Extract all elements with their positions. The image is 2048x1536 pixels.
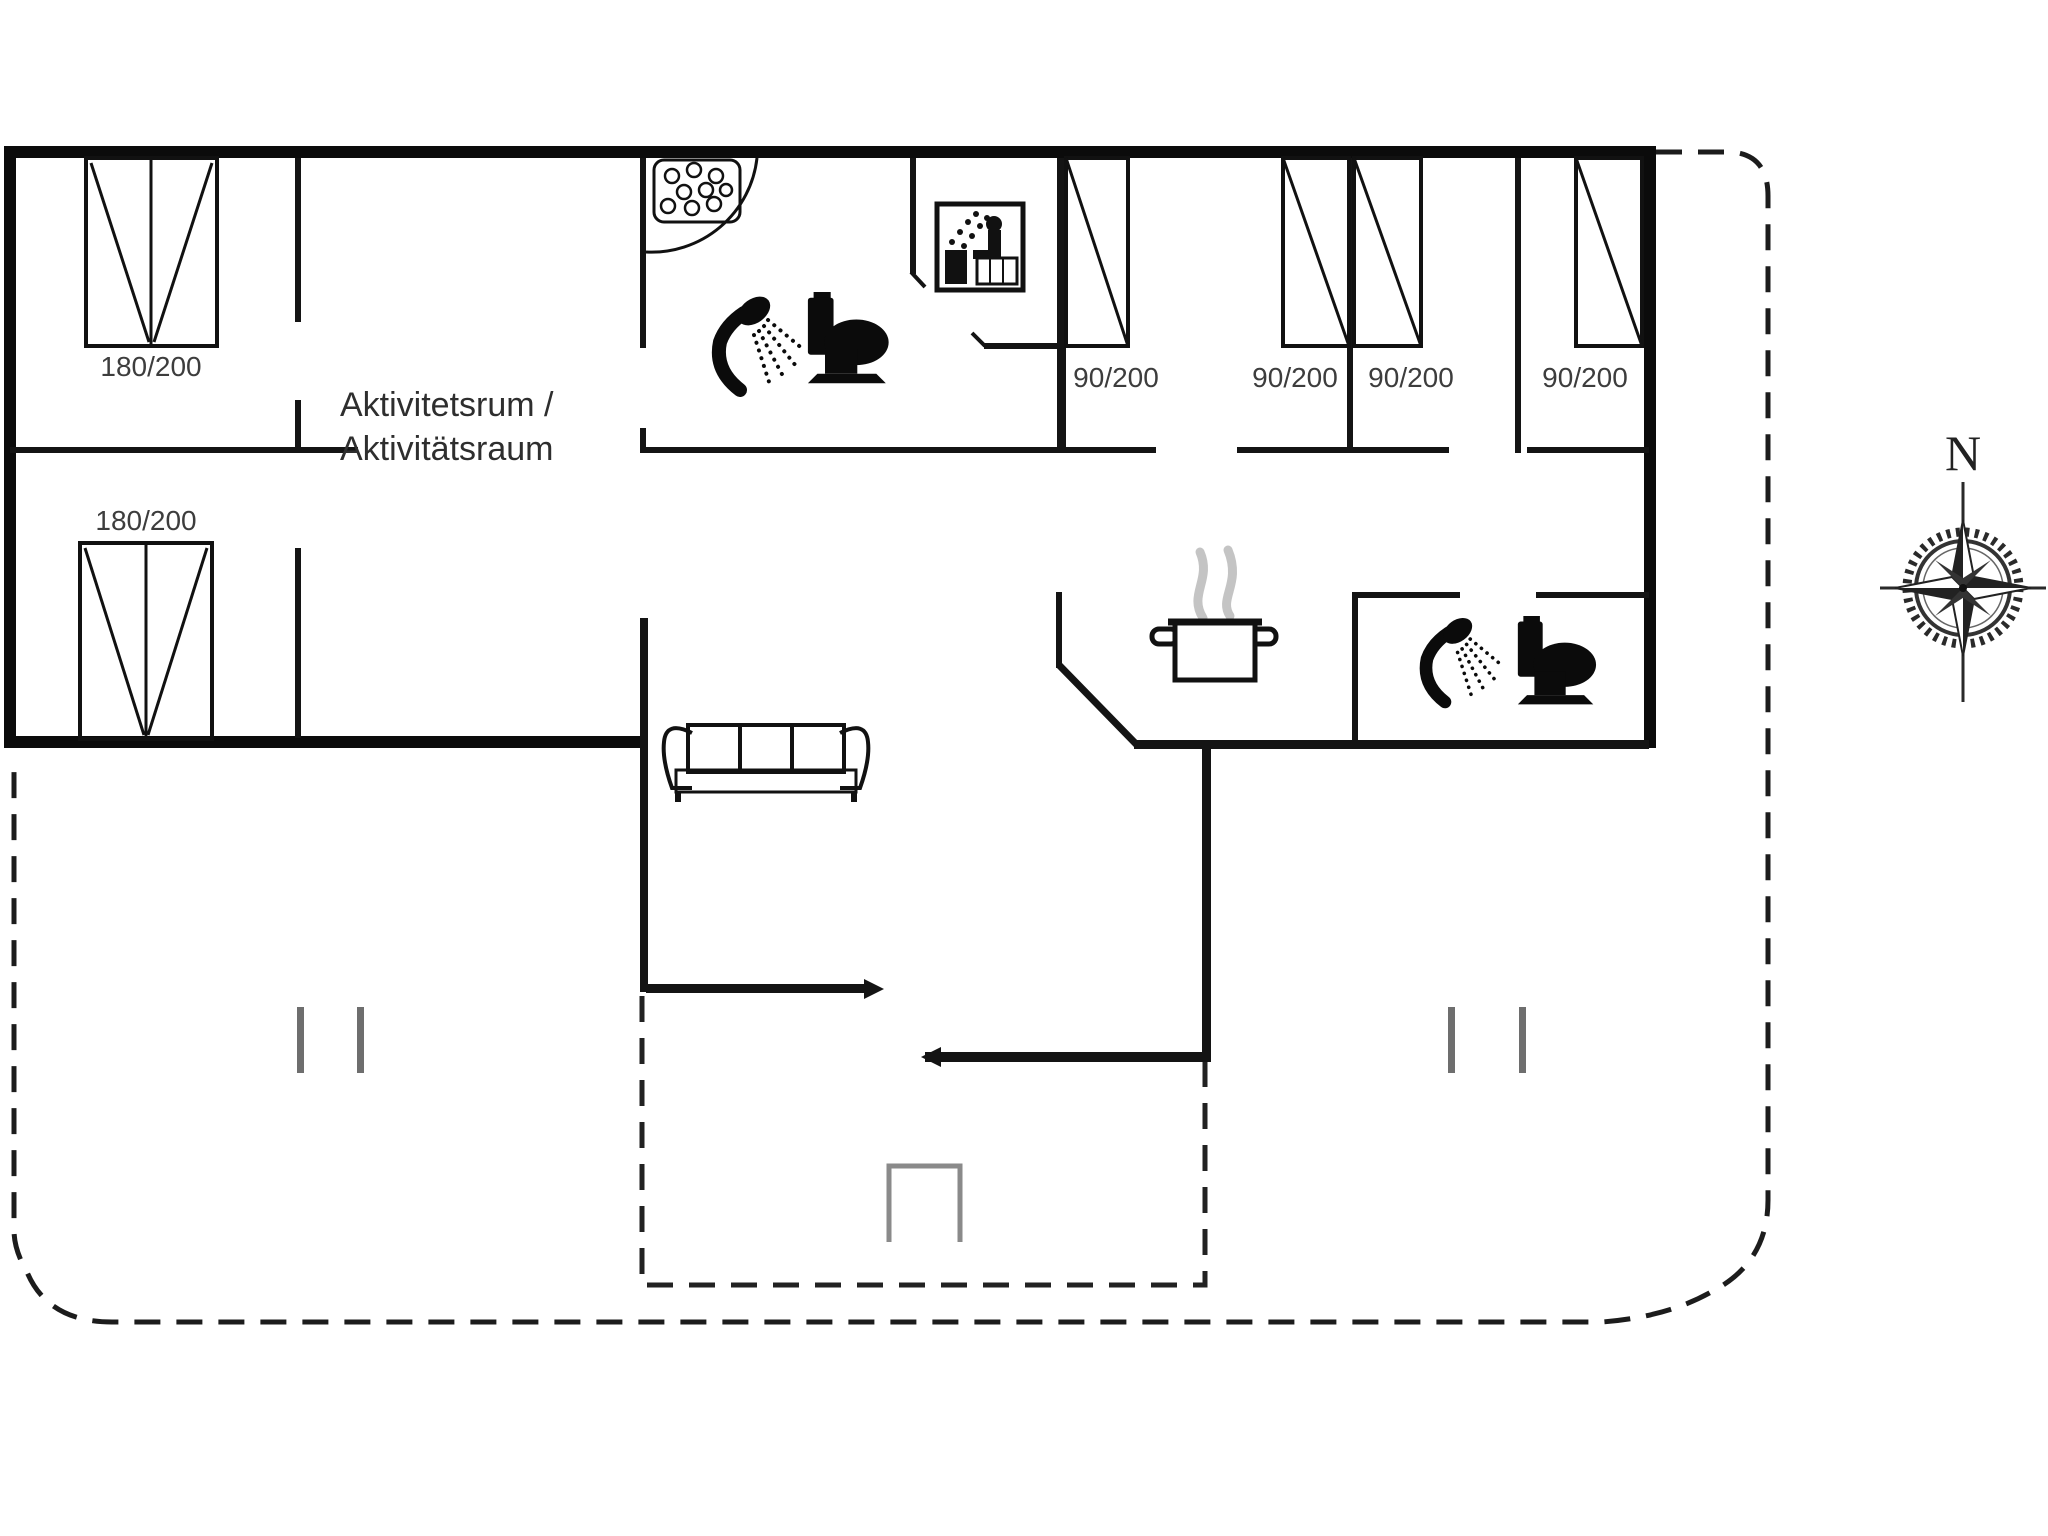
single-bed-4-diagonal xyxy=(1574,157,1644,347)
single-bed-2-outline xyxy=(1281,156,1351,348)
terrace-door-arrow-right xyxy=(921,1047,941,1067)
compass-star xyxy=(1894,519,2032,657)
wall-bedroom1-partition-upper xyxy=(295,158,301,322)
cooking-pot-icon xyxy=(1149,545,1279,683)
wall-bathroom2-west xyxy=(1352,592,1358,744)
terrace-post xyxy=(357,1007,364,1073)
compass-rose-icon: N xyxy=(1880,425,2046,702)
wall-livingroom-south-right xyxy=(925,1052,1211,1062)
compass-north-label: N xyxy=(1945,425,1981,481)
single-bed-1-diagonal xyxy=(1064,157,1130,347)
wall-bedroom56-partition xyxy=(1515,158,1521,453)
bed-size-label: 180/200 xyxy=(95,505,196,536)
bed-diagonal xyxy=(83,547,146,736)
room-label-activity-line2: Aktivitätsraum xyxy=(340,430,554,468)
single-bed-2-diagonal xyxy=(1281,157,1351,347)
bed-diagonal xyxy=(89,162,151,343)
bed-diagonal xyxy=(152,162,214,343)
terrace-post xyxy=(297,1007,304,1073)
single-bed-3-diagonal xyxy=(1352,157,1423,347)
sauna-icon xyxy=(934,201,1026,293)
double-bed-top-left xyxy=(84,156,219,348)
shower-icon xyxy=(719,291,804,390)
steam-wisp xyxy=(1193,547,1208,623)
shower-tray-pebbles xyxy=(659,161,734,217)
steam-wisp xyxy=(1222,545,1237,621)
shower-tray-arc xyxy=(645,157,759,254)
wall-sauna-south xyxy=(984,343,1062,349)
wall-kitchen-diagonal xyxy=(1056,662,1140,748)
terrace-step-marker xyxy=(886,1163,963,1242)
sofa-cushion xyxy=(738,723,794,774)
shower-tray-basin xyxy=(652,158,742,224)
single-bed-4-outline xyxy=(1574,156,1644,348)
wall-hall-south-middle xyxy=(1237,447,1449,453)
inner-terrace-dashed-boundary xyxy=(639,996,1208,1288)
single-bed-3-outline xyxy=(1352,156,1423,348)
double-bed-bottom-left xyxy=(78,541,214,741)
wall-bathroom2-north-left xyxy=(1352,592,1460,598)
wall-sauna-west xyxy=(910,158,916,274)
terrace-post xyxy=(1519,1007,1526,1073)
wall-livingroom-west xyxy=(640,618,648,992)
wall-bedroomwing-west xyxy=(1057,158,1066,453)
bed-size-label: 180/200 xyxy=(100,351,201,382)
labels: 180/200 180/200 90/200 90/200 90/200 90/… xyxy=(95,351,1627,536)
wall-hall-south-right xyxy=(1527,447,1649,453)
toilet-icon xyxy=(807,292,889,384)
sofa-cushion xyxy=(790,723,846,774)
pot-body xyxy=(1172,619,1258,683)
wall-activityroom-north xyxy=(10,447,358,453)
sauna-wall-door-tick xyxy=(970,331,987,348)
wall-bathroom1-west-upper xyxy=(640,158,646,348)
interior-walls xyxy=(10,158,1649,1067)
terrace-posts xyxy=(297,1007,1526,1073)
wall-bedroom1-partition-lower xyxy=(295,400,301,453)
terrace-post xyxy=(1448,1007,1455,1073)
bed-size-label: 90/200 xyxy=(1368,362,1454,393)
wall-hall-south-left xyxy=(640,447,1156,453)
room-label-activity-line1: Aktivitetsrum / xyxy=(340,386,554,424)
wall-livingroom-east xyxy=(1202,742,1211,1062)
sofa-armrest-right xyxy=(839,726,871,790)
bed-diagonal xyxy=(146,547,209,736)
bed-size-label: 90/200 xyxy=(1252,362,1338,393)
wall-bathroom1-west-lower xyxy=(640,428,646,453)
shower-tray-icon xyxy=(645,157,759,254)
sauna-door-tick xyxy=(909,270,927,289)
wall-livingroom-south-left xyxy=(646,984,870,993)
outer-terrace-dashed-boundary xyxy=(11,149,1771,1325)
sofa-icon xyxy=(661,723,871,802)
wall-bedroom2-partition xyxy=(295,548,301,738)
wall-kitchen-bathroom2-south xyxy=(1134,740,1649,749)
wall-north-exterior xyxy=(4,146,1656,158)
shower-icon xyxy=(1426,613,1503,702)
bed-size-label: 90/200 xyxy=(1542,362,1628,393)
toilet-icon xyxy=(1517,616,1597,705)
bed-size-label: 90/200 xyxy=(1073,362,1159,393)
wall-bathroom2-north-right xyxy=(1536,592,1649,598)
sofa-cushion xyxy=(686,723,742,774)
single-bed-1-outline xyxy=(1064,156,1130,348)
single-beds xyxy=(1064,156,1644,348)
terrace-door-arrow-left xyxy=(864,979,884,999)
sofa-armrest-left xyxy=(661,726,693,790)
wall-kitchen-divider xyxy=(1056,592,1062,668)
